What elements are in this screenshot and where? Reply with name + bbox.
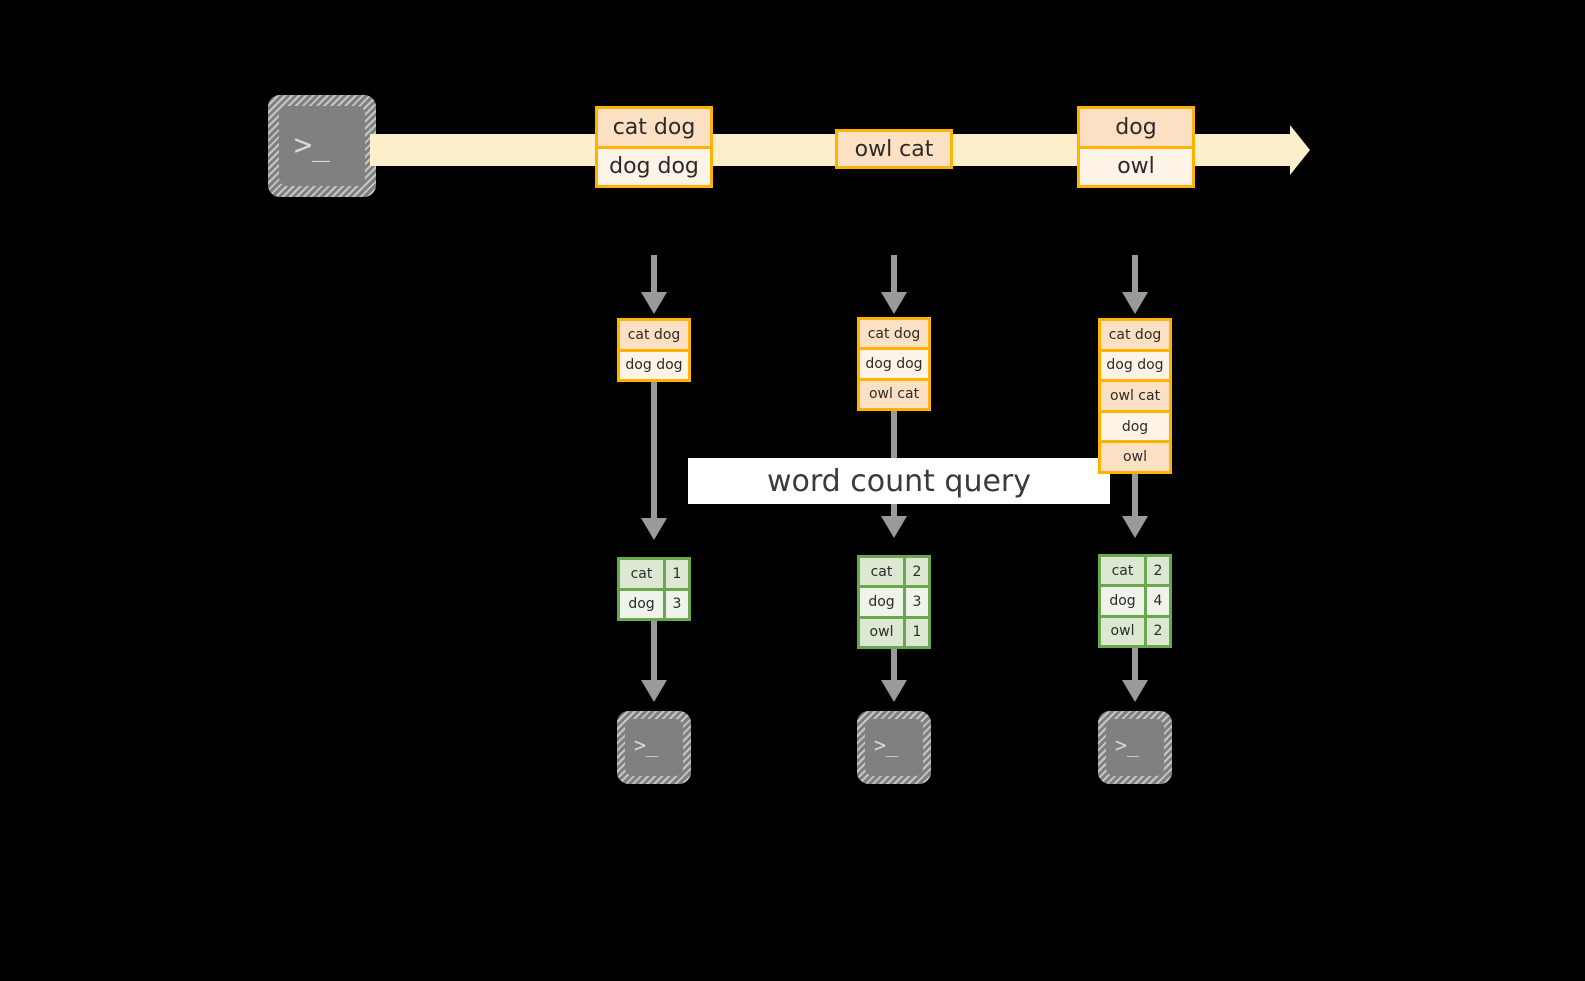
terminal-screen xyxy=(279,106,365,186)
terminal-prompt-glyph: >_ xyxy=(294,128,331,163)
terminal-screen xyxy=(1106,719,1164,776)
stream-to-snapshot-connector-1 xyxy=(651,255,657,293)
result-word: dog xyxy=(1101,587,1147,615)
event-stream-arrowhead xyxy=(1290,125,1310,175)
result-word: cat xyxy=(1101,557,1147,585)
stream-to-snapshot-connector-2 xyxy=(891,255,897,293)
result-count: 2 xyxy=(1147,557,1169,585)
record-line: dog dog xyxy=(598,145,710,185)
record-line: dog xyxy=(1101,409,1169,441)
sink-terminal-icon-3: >_ xyxy=(1098,711,1172,784)
record-line: owl cat xyxy=(1101,379,1169,410)
terminal-screen xyxy=(865,719,923,776)
record-line: cat dog xyxy=(598,109,710,146)
record-line: dog dog xyxy=(620,348,688,379)
record-line: dog xyxy=(1080,109,1192,146)
result-row: owl 1 xyxy=(860,615,928,646)
snapshot-3-result: cat 2 dog 4 owl 2 xyxy=(1098,554,1172,648)
snapshot-1-records: cat dog dog dog xyxy=(617,318,691,382)
result-row: owl 2 xyxy=(1101,614,1169,645)
terminal-prompt-glyph: >_ xyxy=(874,733,899,757)
result-count: 1 xyxy=(906,618,928,646)
result-row: dog 4 xyxy=(1101,584,1169,615)
terminal-prompt-glyph: >_ xyxy=(1115,733,1140,757)
terminal-screen xyxy=(625,719,683,776)
query-label-banner: word count query xyxy=(688,458,1110,504)
sink-terminal-icon-2: >_ xyxy=(857,711,931,784)
result-count: 2 xyxy=(1147,617,1169,645)
result-to-sink-arrowhead-2 xyxy=(881,680,907,702)
stream-to-snapshot-arrowhead-1 xyxy=(641,292,667,314)
result-to-sink-arrowhead-1 xyxy=(641,680,667,702)
stream-to-snapshot-connector-3 xyxy=(1132,255,1138,293)
result-row: cat 2 xyxy=(1101,557,1169,585)
result-word: owl xyxy=(1101,617,1147,645)
record-line: owl cat xyxy=(838,132,950,166)
result-count: 1 xyxy=(666,560,688,588)
stream-record-3: dog owl xyxy=(1077,106,1195,188)
stream-record-2: owl cat xyxy=(835,129,953,169)
query-arrowhead-3 xyxy=(1122,516,1148,538)
result-word: owl xyxy=(860,618,906,646)
record-line: dog dog xyxy=(1101,348,1169,380)
result-word: dog xyxy=(860,588,906,616)
result-count: 4 xyxy=(1147,587,1169,615)
result-row: dog 3 xyxy=(860,585,928,616)
stream-to-snapshot-arrowhead-3 xyxy=(1122,292,1148,314)
snapshot-3-records-overlay: cat dog dog dog owl cat dog owl xyxy=(1098,318,1172,474)
terminal-prompt-glyph: >_ xyxy=(634,733,659,757)
record-line: owl cat xyxy=(860,377,928,408)
sink-terminal-icon-1: >_ xyxy=(617,711,691,784)
query-connector-3 xyxy=(1132,474,1138,522)
result-word: cat xyxy=(860,558,906,586)
result-row: dog 3 xyxy=(620,587,688,618)
snapshot-2-result: cat 2 dog 3 owl 1 xyxy=(857,555,931,649)
result-row: cat 1 xyxy=(620,560,688,588)
result-to-sink-arrowhead-3 xyxy=(1122,680,1148,702)
result-to-sink-connector-2 xyxy=(891,649,897,691)
record-line: cat dog xyxy=(1101,321,1169,349)
snapshot-2-records: cat dog dog dog owl cat xyxy=(857,317,931,411)
result-count: 3 xyxy=(906,588,928,616)
result-row: cat 2 xyxy=(860,558,928,586)
record-line: cat dog xyxy=(860,320,928,348)
result-to-sink-connector-3 xyxy=(1132,648,1138,692)
query-label-text: word count query xyxy=(766,463,1032,499)
result-count: 3 xyxy=(666,590,688,618)
result-to-sink-connector-1 xyxy=(651,621,657,683)
source-terminal-icon: >_ xyxy=(268,95,376,197)
snapshot-1-result: cat 1 dog 3 xyxy=(617,557,691,621)
stream-record-1: cat dog dog dog xyxy=(595,106,713,188)
record-line: dog dog xyxy=(860,347,928,378)
result-word: cat xyxy=(620,560,666,588)
record-line: owl xyxy=(1080,145,1192,185)
query-arrowhead-1 xyxy=(641,518,667,540)
record-line: cat dog xyxy=(620,321,688,349)
query-connector-1 xyxy=(651,382,657,522)
query-arrowhead-2 xyxy=(881,516,907,538)
stream-to-snapshot-arrowhead-2 xyxy=(881,292,907,314)
result-word: dog xyxy=(620,590,666,618)
result-count: 2 xyxy=(906,558,928,586)
record-line: owl xyxy=(1101,440,1169,471)
